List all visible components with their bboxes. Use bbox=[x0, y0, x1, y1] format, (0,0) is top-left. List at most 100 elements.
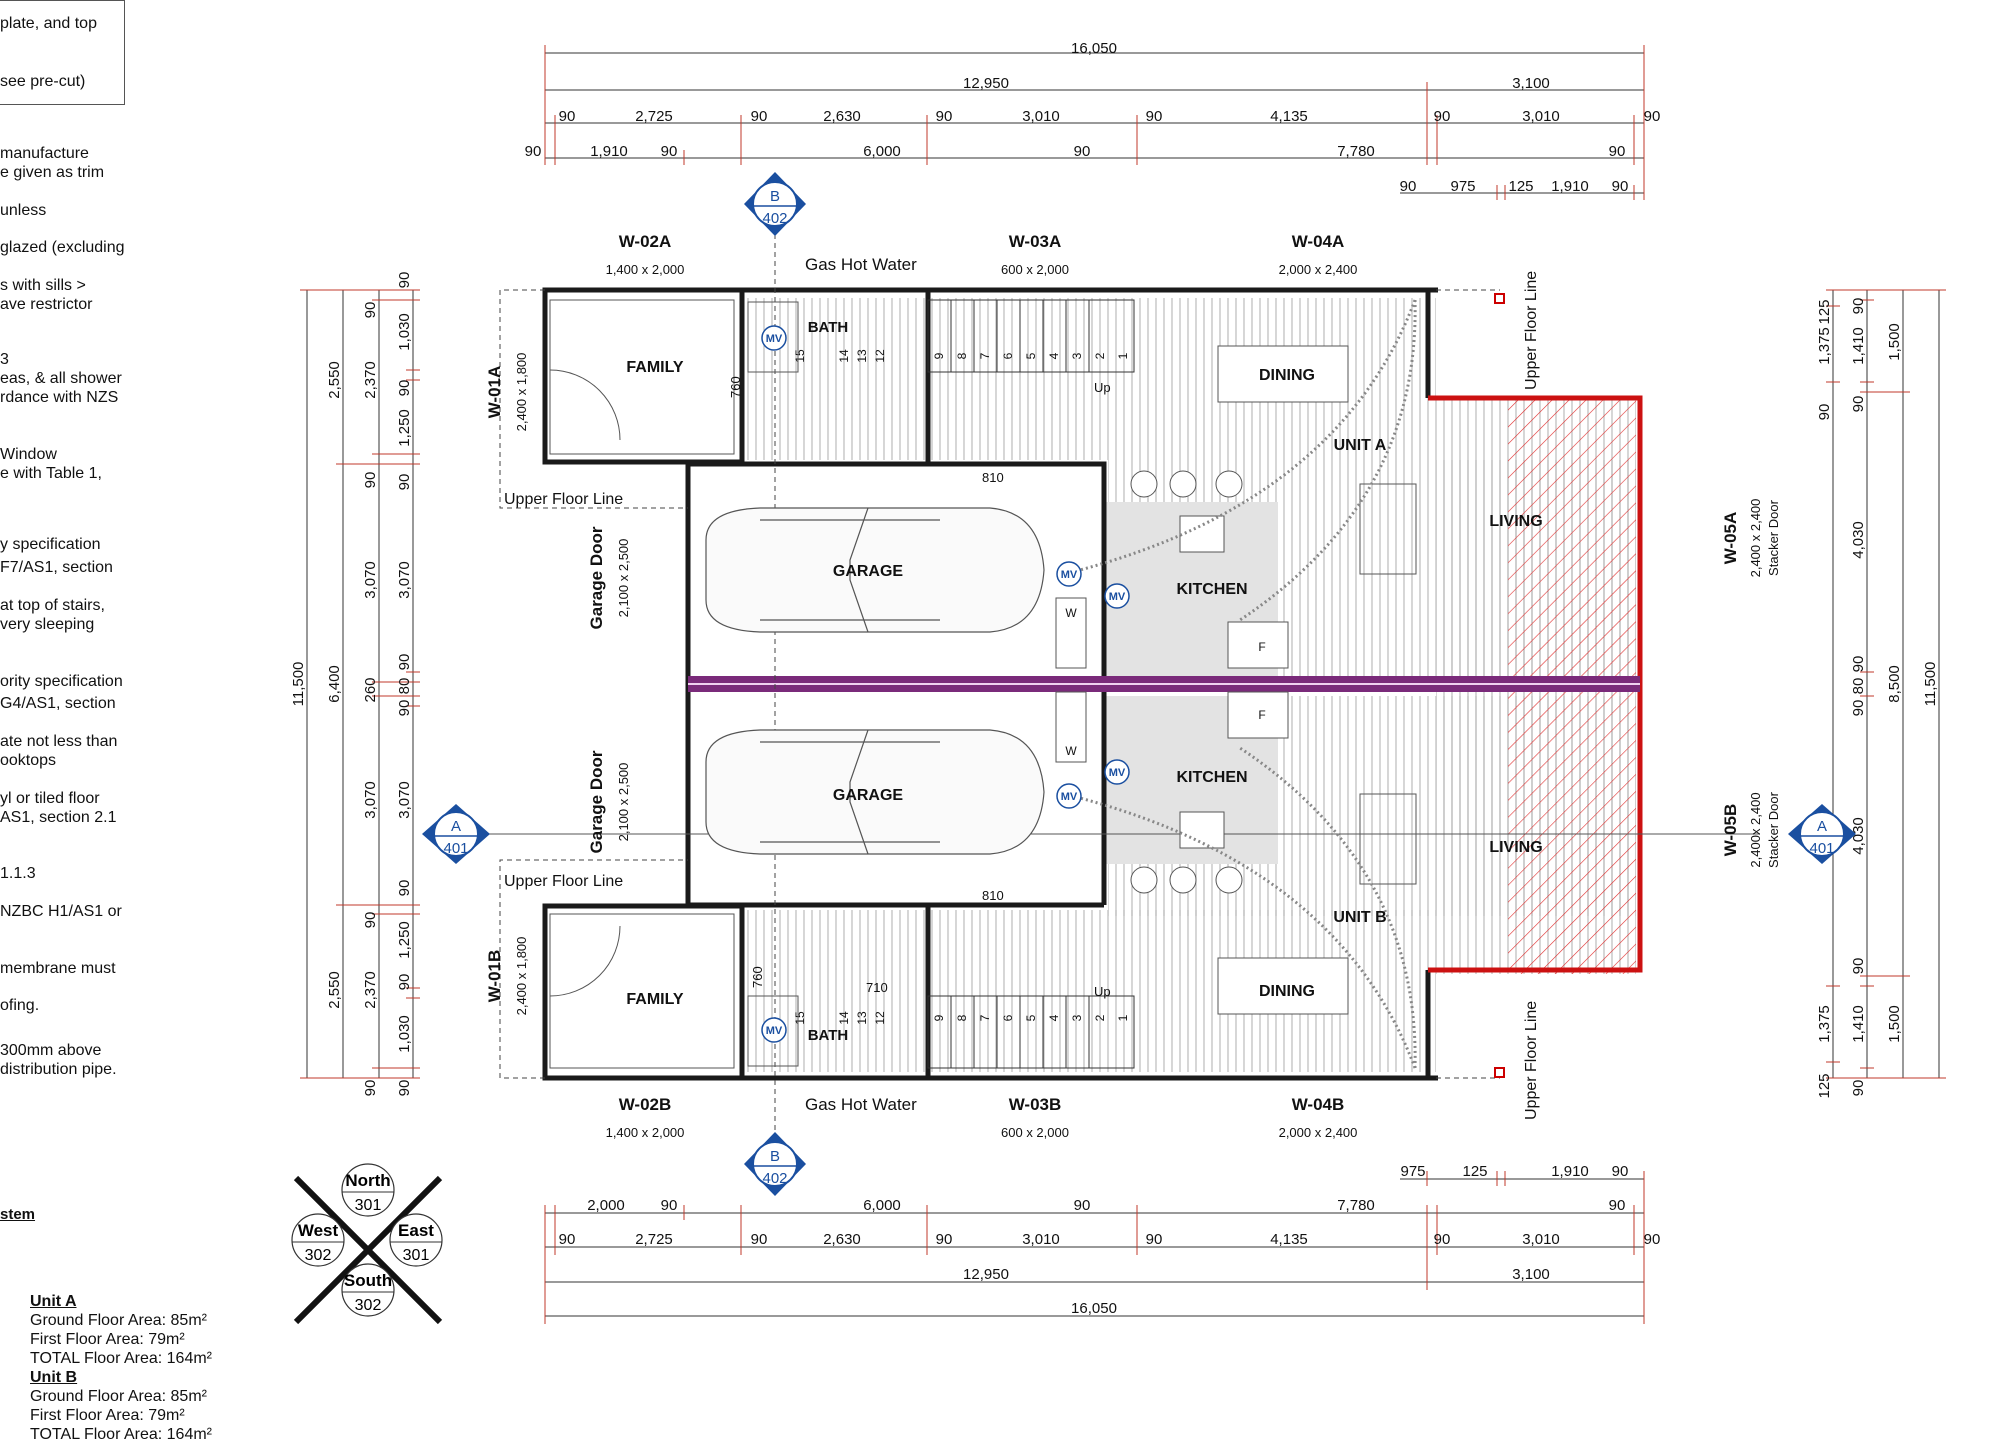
room-living-a: LIVING bbox=[1489, 513, 1542, 530]
dim-bottom-r5: 125 bbox=[1462, 1163, 1487, 1180]
notes-box bbox=[0, 0, 125, 105]
column-marker bbox=[1494, 1067, 1505, 1078]
svg-text:9: 9 bbox=[932, 1014, 946, 1021]
compass-east: East bbox=[398, 1221, 434, 1240]
note-line: 300mm above bbox=[0, 1042, 102, 1059]
note-line: AS1, section 2.1 bbox=[0, 809, 117, 826]
dim-right-col3: 4,030 bbox=[1850, 817, 1867, 855]
dim-left-col3: 90 bbox=[362, 302, 379, 319]
dim-bottom-r2: 3,100 bbox=[1512, 1266, 1550, 1283]
dim-top-r3: 3,010 bbox=[1522, 108, 1560, 125]
dim-top-r3: 90 bbox=[1434, 108, 1451, 125]
svg-text:1: 1 bbox=[1116, 1014, 1130, 1021]
unit-b-total-area: TOTAL Floor Area: 164m² bbox=[30, 1426, 212, 1443]
svg-text:4: 4 bbox=[1047, 352, 1061, 359]
dim-bottom-r4: 2,000 bbox=[587, 1197, 625, 1214]
upper-floor-line-label: Upper Floor Line bbox=[1523, 271, 1540, 390]
dim-right-col3: 90 bbox=[1850, 958, 1867, 975]
svg-text:7: 7 bbox=[978, 352, 992, 359]
dim-left-col3: 90 bbox=[362, 472, 379, 489]
note-line: manufacture bbox=[0, 145, 89, 162]
garage-door-a-size: 2,100 x 2,500 bbox=[616, 539, 631, 618]
window-w01b-id: W-01B bbox=[485, 950, 504, 1003]
svg-text:8: 8 bbox=[955, 1014, 969, 1021]
unit-a-ground-area: Ground Floor Area: 85m² bbox=[30, 1312, 207, 1329]
note-line: ave restrictor bbox=[0, 296, 93, 313]
dim-right-col3: 1,410 bbox=[1850, 327, 1867, 365]
dim-top-r4: 90 bbox=[1074, 143, 1091, 160]
dim-top-r3: 90 bbox=[751, 108, 768, 125]
note-line: yl or tiled floor bbox=[0, 790, 100, 807]
dim-top-r5: 1,910 bbox=[1551, 178, 1589, 195]
dim-bottom-overall: 16,050 bbox=[1071, 1300, 1117, 1317]
window-w03a-id: W-03A bbox=[1009, 232, 1062, 251]
fridge-label: F bbox=[1258, 640, 1265, 654]
stair-bottom-numbers: 9 8 7 6 5 4 3 2 1 bbox=[932, 1014, 1130, 1021]
note-line: at top of stairs, bbox=[0, 597, 105, 614]
washer-label: W bbox=[1065, 744, 1077, 758]
dim-top-r3: 2,725 bbox=[635, 108, 673, 125]
dim-label: 810 bbox=[982, 888, 1004, 903]
unit-b-first-area: First Floor Area: 79m² bbox=[30, 1407, 185, 1424]
note-line: ate not less than bbox=[0, 733, 118, 750]
dim-left-col3: 2,370 bbox=[362, 971, 379, 1009]
room-kitchen-a: KITCHEN bbox=[1176, 581, 1247, 598]
window-w03b-id: W-03B bbox=[1009, 1095, 1062, 1114]
dim-left-col3: 3,070 bbox=[362, 561, 379, 599]
section-marker-a-left: A 401 bbox=[422, 804, 490, 864]
svg-text:1: 1 bbox=[1116, 352, 1130, 359]
column-marker bbox=[1494, 293, 1505, 304]
svg-text:3: 3 bbox=[1070, 1014, 1084, 1021]
room-labels: FAMILY BATH DINING UNIT A GARAGE KITCHEN… bbox=[626, 319, 1542, 1044]
svg-text:402: 402 bbox=[762, 1170, 787, 1187]
dim-left-col4: 90 bbox=[396, 474, 413, 491]
svg-text:B: B bbox=[770, 1148, 780, 1165]
dim-bottom-r3: 90 bbox=[936, 1231, 953, 1248]
dim-right-col4: 1,375 bbox=[1816, 1005, 1833, 1043]
dim-bottom-r2: 12,950 bbox=[963, 1266, 1009, 1283]
note-line: plate, and top bbox=[0, 15, 97, 32]
svg-text:A: A bbox=[1817, 818, 1827, 835]
mv-label: MV bbox=[1109, 767, 1126, 779]
top-dimensions bbox=[544, 45, 1645, 200]
floor-areas: Unit A Ground Floor Area: 85m² First Flo… bbox=[30, 1292, 212, 1444]
dim-right-col3: 90 bbox=[1850, 700, 1867, 717]
garage-door-b-size: 2,100 x 2,500 bbox=[616, 763, 631, 842]
window-w04b-size: 2,000 x 2,400 bbox=[1279, 1125, 1358, 1140]
left-dimensions bbox=[300, 289, 420, 1079]
note-line: 3 bbox=[0, 351, 9, 368]
room-family-a: FAMILY bbox=[626, 359, 684, 376]
svg-text:401: 401 bbox=[1809, 840, 1834, 857]
dim-bottom-r4: 90 bbox=[1609, 1197, 1626, 1214]
window-w05a-size: 2,400 x 2,400 bbox=[1748, 499, 1763, 578]
room-dining-b: DINING bbox=[1259, 983, 1315, 1000]
dim-top-r3: 3,010 bbox=[1022, 108, 1060, 125]
dim-right-col4: 125 bbox=[1816, 1073, 1833, 1098]
window-w02a-id: W-02A bbox=[619, 232, 672, 251]
dim-left-col3: 2,370 bbox=[362, 361, 379, 399]
dim-right-col4: 125 bbox=[1816, 299, 1833, 324]
window-w01b-size: 2,400 x 1,800 bbox=[514, 937, 529, 1016]
note-line: eas, & all shower bbox=[0, 370, 122, 387]
compass-icon: North 301 West 302 East 301 South 302 bbox=[291, 1163, 443, 1325]
gas-hot-water-label: Gas Hot Water bbox=[805, 1095, 917, 1114]
note-line: NZBC H1/AS1 or bbox=[0, 903, 122, 920]
window-tags: W-02A 1,400 x 2,000 W-03A 600 x 2,000 W-… bbox=[485, 232, 1781, 1140]
garage-door-b-id: Garage Door bbox=[587, 750, 606, 853]
window-w04a-size: 2,000 x 2,400 bbox=[1279, 262, 1358, 277]
dim-bottom-r5: 1,910 bbox=[1551, 1163, 1589, 1180]
mv-label: MV bbox=[1061, 569, 1078, 581]
room-family-b: FAMILY bbox=[626, 991, 684, 1008]
dim-top-overall: 16,050 bbox=[1071, 40, 1117, 57]
note-line: F7/AS1, section bbox=[0, 559, 113, 576]
svg-text:9: 9 bbox=[932, 352, 946, 359]
svg-text:402: 402 bbox=[762, 210, 787, 227]
dim-right-col2: 1,500 bbox=[1886, 323, 1903, 361]
dim-top-r3: 2,630 bbox=[823, 108, 861, 125]
svg-text:5: 5 bbox=[1024, 1014, 1038, 1021]
dim-top-r3: 90 bbox=[1644, 108, 1661, 125]
dim-bottom-r4: 7,780 bbox=[1337, 1197, 1375, 1214]
system-heading: stem bbox=[0, 1206, 36, 1223]
window-w04b-id: W-04B bbox=[1292, 1095, 1345, 1114]
dim-left-col4: 1,250 bbox=[396, 409, 413, 447]
